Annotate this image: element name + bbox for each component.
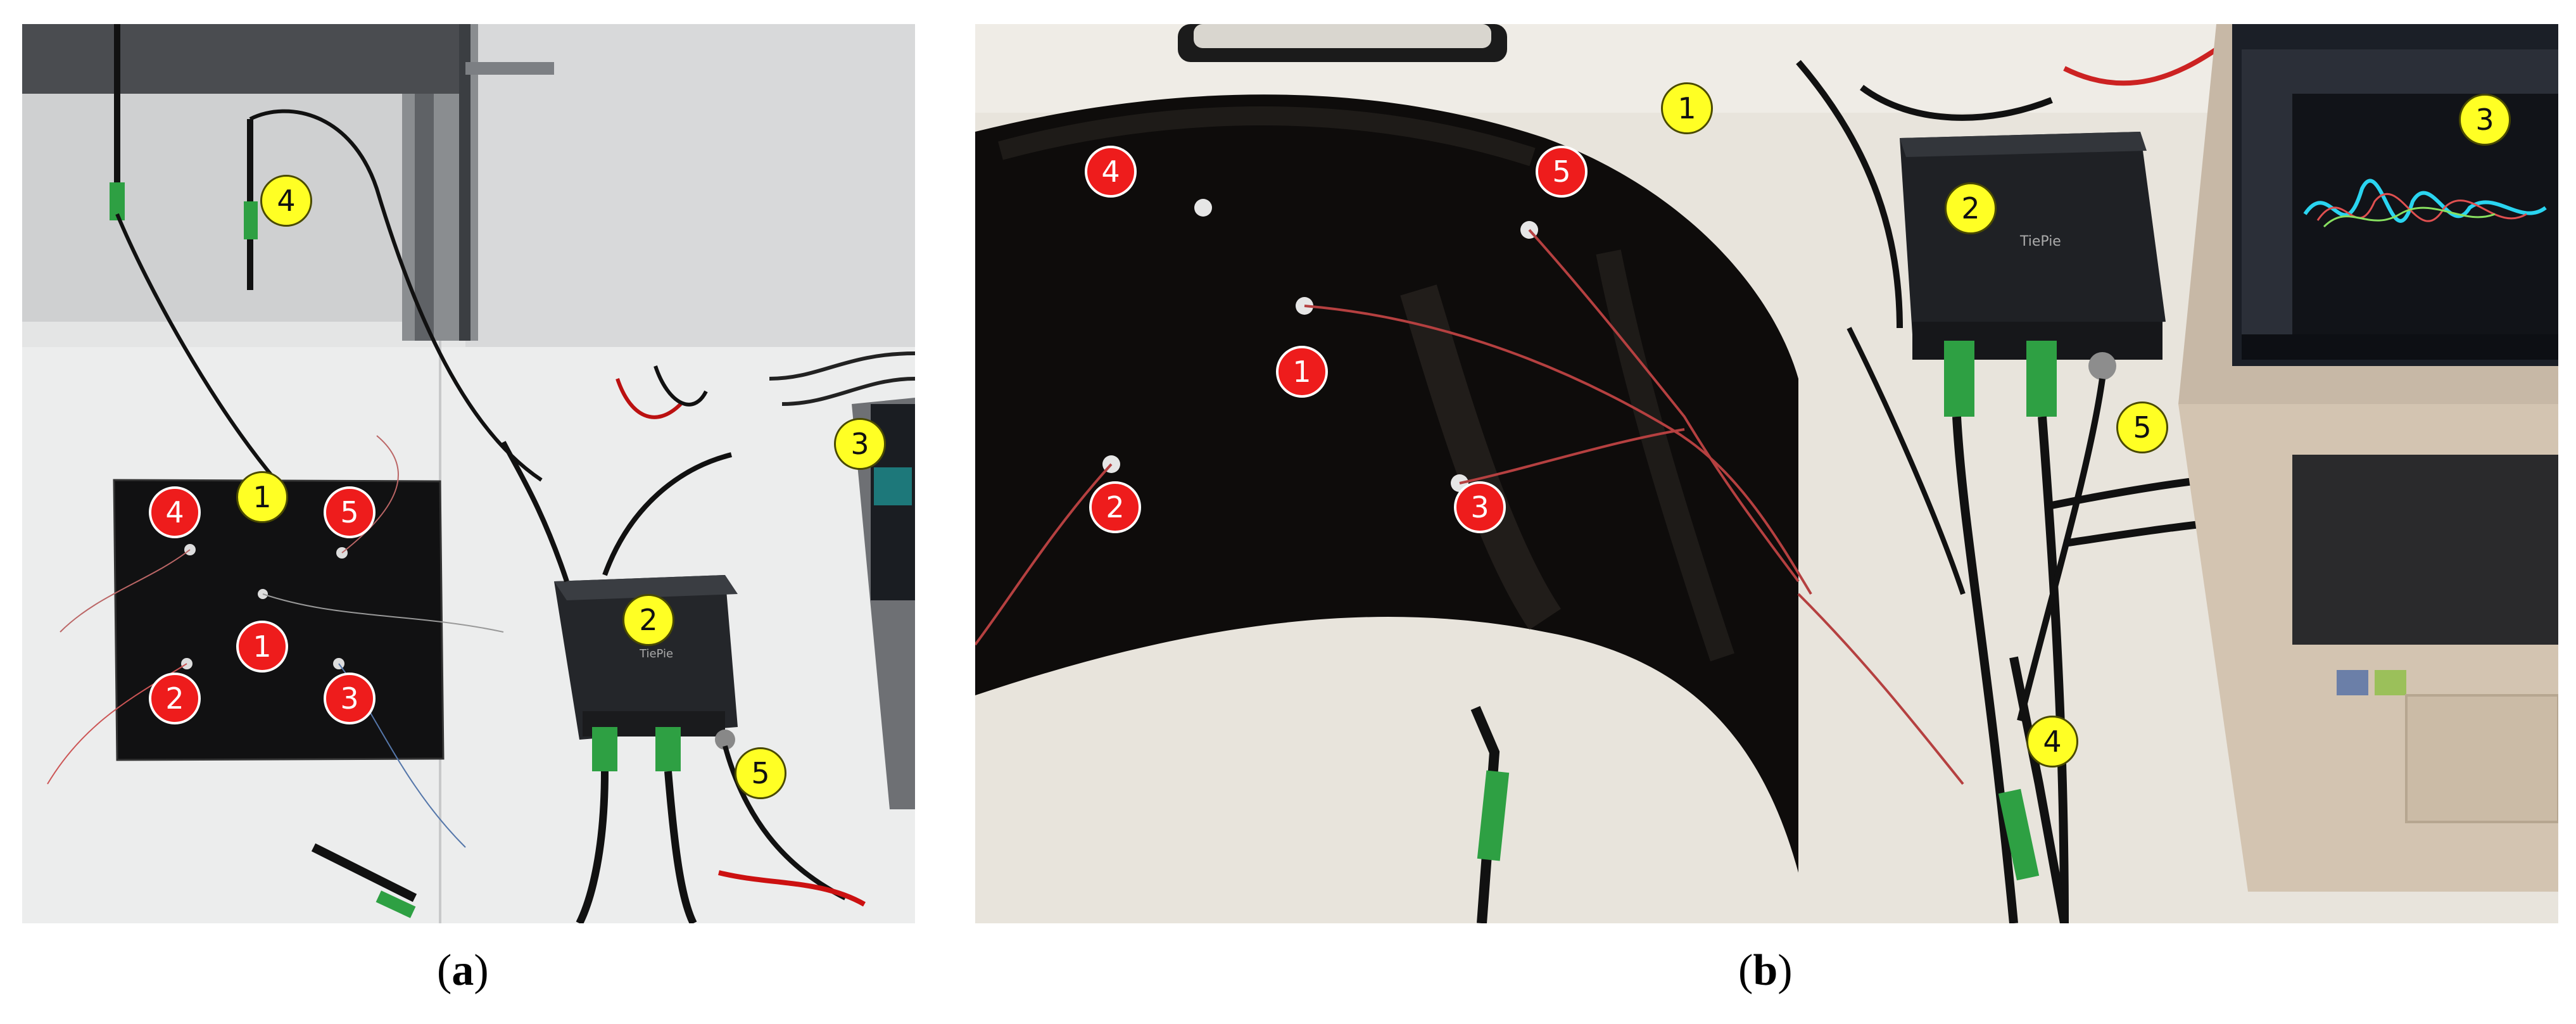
svg-text:TiePie: TiePie — [639, 647, 673, 661]
sensor-marker-2: 2 — [1089, 481, 1141, 533]
component-marker-3: 3 — [834, 418, 886, 470]
caption-b: (b) — [1738, 949, 1793, 993]
component-marker-5: 5 — [2116, 401, 2168, 453]
component-marker-2: 2 — [622, 594, 674, 646]
sensor-marker-4: 4 — [1085, 146, 1137, 198]
sensor-marker-4: 4 — [149, 486, 201, 538]
photo-panel-a: TiePie 4 1 5 1 2 3 4 3 2 5 — [22, 24, 915, 923]
sensor-marker-1: 1 — [236, 621, 288, 673]
photo-b-scene: TiePie — [975, 24, 2558, 923]
photo-panel-b: TiePie 1 4 5 1 2 3 2 3 — [975, 24, 2558, 923]
caption-b-open: ( — [1738, 946, 1753, 995]
component-marker-2: 2 — [1945, 182, 1997, 234]
sensor-marker-3: 3 — [324, 673, 376, 724]
sensor-marker-1: 1 — [1276, 346, 1328, 398]
caption-b-close: ) — [1777, 946, 1793, 995]
sensor-marker-2: 2 — [149, 673, 201, 724]
component-marker-4: 4 — [2026, 716, 2078, 768]
sensor-marker-3: 3 — [1454, 481, 1506, 533]
caption-a: (a) — [437, 949, 489, 993]
component-marker-1: 1 — [236, 471, 288, 523]
sensor-marker-5: 5 — [324, 486, 376, 538]
component-marker-4: 4 — [260, 175, 312, 227]
component-marker-3: 3 — [2459, 94, 2511, 146]
component-marker-1: 1 — [1661, 82, 1713, 134]
sensor-marker-5: 5 — [1536, 146, 1588, 198]
caption-a-open: ( — [437, 946, 452, 995]
component-marker-5: 5 — [735, 747, 786, 799]
caption-a-close: ) — [474, 946, 489, 995]
caption-a-letter: a — [451, 946, 474, 995]
device-brand-text: TiePie — [2019, 234, 2061, 250]
photo-a-scene: TiePie — [22, 24, 915, 923]
caption-b-letter: b — [1753, 946, 1778, 995]
